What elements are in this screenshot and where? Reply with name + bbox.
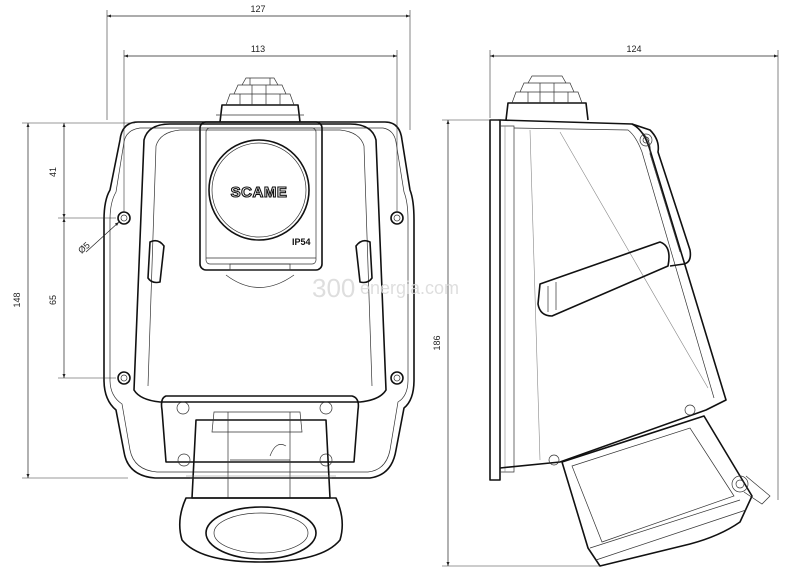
side-clip: [537, 241, 670, 317]
brand-logo: SCAME: [231, 184, 288, 201]
watermark-site: energia.com: [360, 278, 459, 298]
side-mounting-plate: [489, 119, 501, 481]
front-socket-ring: [205, 506, 317, 560]
dim-width-127: 127: [250, 4, 265, 14]
front-housing: [133, 123, 387, 403]
front-view: SCAME IP54: [103, 77, 415, 563]
side-view: [489, 75, 771, 567]
dim-height-65: 65: [48, 295, 58, 305]
watermark: 300 energia.com: [312, 273, 459, 303]
front-label-disc: [208, 139, 310, 241]
front-dimensions: 127 113 148 41 65 Ø5: [12, 4, 411, 479]
front-mounting-plate: [103, 121, 415, 479]
dim-width-124: 124: [626, 44, 641, 54]
front-socket-base: [160, 395, 360, 463]
watermark-number: 300: [312, 273, 355, 303]
side-housing: [499, 119, 727, 469]
dim-height-41: 41: [48, 167, 58, 177]
dim-height-148: 148: [12, 292, 22, 307]
side-dimensions: 124 186: [432, 44, 779, 567]
mounting-holes-front: [117, 211, 404, 385]
dim-hole-diameter: Ø5: [76, 240, 92, 255]
dim-height-186: 186: [432, 335, 442, 350]
ip-rating: IP54: [292, 237, 311, 247]
cable-gland-front: [216, 77, 304, 123]
cable-gland-side: [505, 75, 589, 121]
dim-width-113: 113: [251, 44, 265, 54]
side-socket: [561, 415, 753, 567]
